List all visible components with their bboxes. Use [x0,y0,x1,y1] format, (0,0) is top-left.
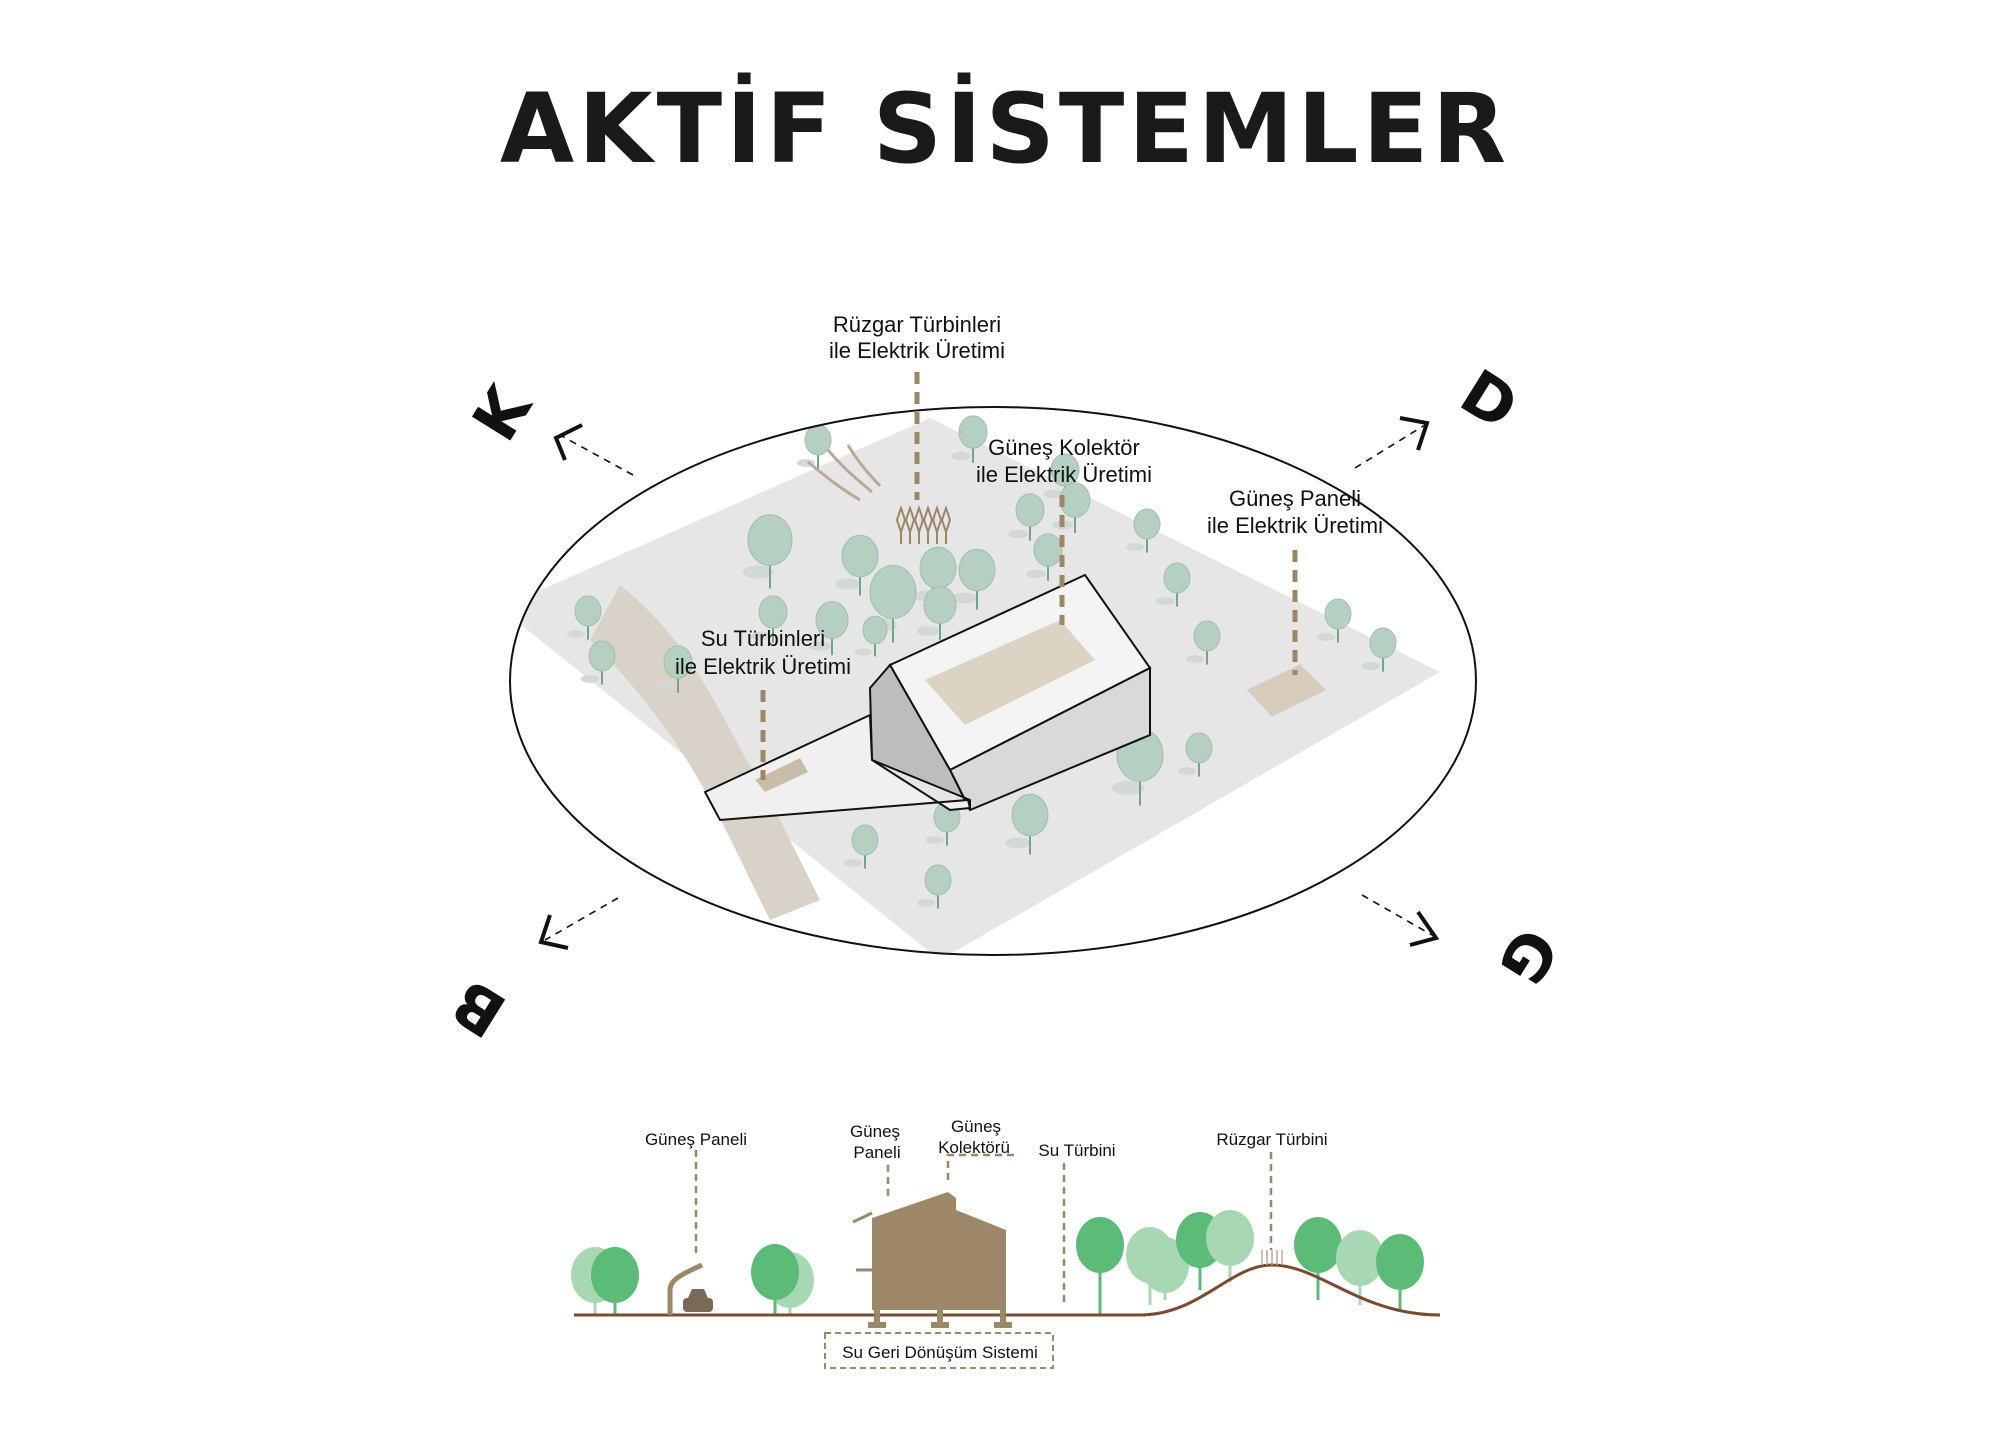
tree-icon [742,514,793,589]
section-tree-icon [1294,1217,1342,1300]
site-section: Güneş Paneli Güneş Paneli Güneş Kolektör… [571,1117,1441,1369]
south-arrow [1361,894,1433,936]
section-tree-icon [591,1247,639,1315]
west-arrow [544,897,619,941]
recycling-label: Su Geri Dönüşüm Sistemi [842,1343,1038,1362]
tree-icon [1125,508,1161,553]
section-building [872,1192,1006,1310]
collector-section-label-2: Kolektörü [938,1138,1010,1157]
carport-panel-label: Güneş Paneli [645,1130,747,1149]
collector-label: Güneş Kolektör [988,435,1140,460]
tree-icon [916,586,957,641]
wind-turbine-section-label: Rüzgar Türbini [1216,1130,1327,1149]
collector-leader-bracket [946,1153,1015,1180]
water-turbine-label: Su Türbinleri [701,626,825,651]
solar-panel-pavilion [1247,664,1326,717]
section-tree-icon [1376,1234,1424,1312]
water-turbine [755,758,808,792]
section-tree-icon [1141,1237,1189,1300]
east-arrowhead-icon [1399,416,1430,451]
section-roof-eave [852,1211,873,1272]
section-tree-icon [1206,1210,1254,1282]
tree-icon [1185,620,1221,665]
section-wind-turbines [1261,1250,1283,1265]
tree-icon [808,601,849,656]
tree-icon [1008,493,1045,541]
recycling-tanks [868,1310,1012,1328]
tree-icon [1316,598,1352,643]
tree-icon [952,548,996,610]
tree-icon [843,824,879,869]
collector-section-label: Güneş [951,1117,1001,1136]
wind-label-2: ile Elektrik Üretimi [829,338,1005,363]
section-tree-icon [1076,1217,1124,1315]
panel-label-2: ile Elektrik Üretimi [1207,513,1383,538]
tree-icon [916,864,952,909]
recycling-box [824,1332,1054,1369]
annex [703,713,972,822]
south-arrowhead-icon [1409,910,1440,947]
collector-label-2: ile Elektrik Üretimi [976,462,1152,487]
tree-icon [1155,562,1191,607]
tree-icon [580,640,616,685]
section-tree-icon [751,1244,799,1315]
tree-icon [656,645,693,693]
roof-panel-label: Güneş [850,1122,900,1141]
wind-label: Rüzgar Türbinleri [833,312,1001,337]
tree-icon [751,595,788,643]
tree-icon [854,615,888,657]
wind-turbines [895,504,952,544]
compass-south: G [1484,915,1573,997]
panel-label: Güneş Paneli [1229,486,1361,511]
solar-collectors-roof [925,620,1095,725]
north-arrowhead-icon [553,423,583,461]
tree-icon [796,424,832,469]
tree-icon [1177,732,1213,777]
roof-panel-label-2: Paneli [853,1143,900,1162]
water-turbine-label-2: ile Elektrik Üretimi [675,654,851,679]
page-title: AKTİF SİSTEMLER [500,72,1510,185]
north-arrow [559,434,634,476]
tree-icon [835,534,879,596]
river [590,585,820,920]
water-turbine-section-label: Su Türbini [1038,1141,1115,1160]
tree-icon [1361,627,1397,672]
tree-icon [1026,533,1063,581]
site-ellipse [509,406,1477,956]
west-arrowhead-icon [538,914,569,950]
car-icon [683,1289,713,1312]
tree-icon [566,595,602,640]
compass-north: K [458,372,546,453]
tree-icon [951,415,988,463]
east-arrow [1354,424,1426,469]
compass-east: D [1448,355,1530,444]
carport [667,1262,704,1315]
site-axonometric [509,406,1477,956]
wind-arrows-icon [807,444,882,502]
compass-west: B [439,965,518,1052]
tree-icon [1005,793,1049,855]
